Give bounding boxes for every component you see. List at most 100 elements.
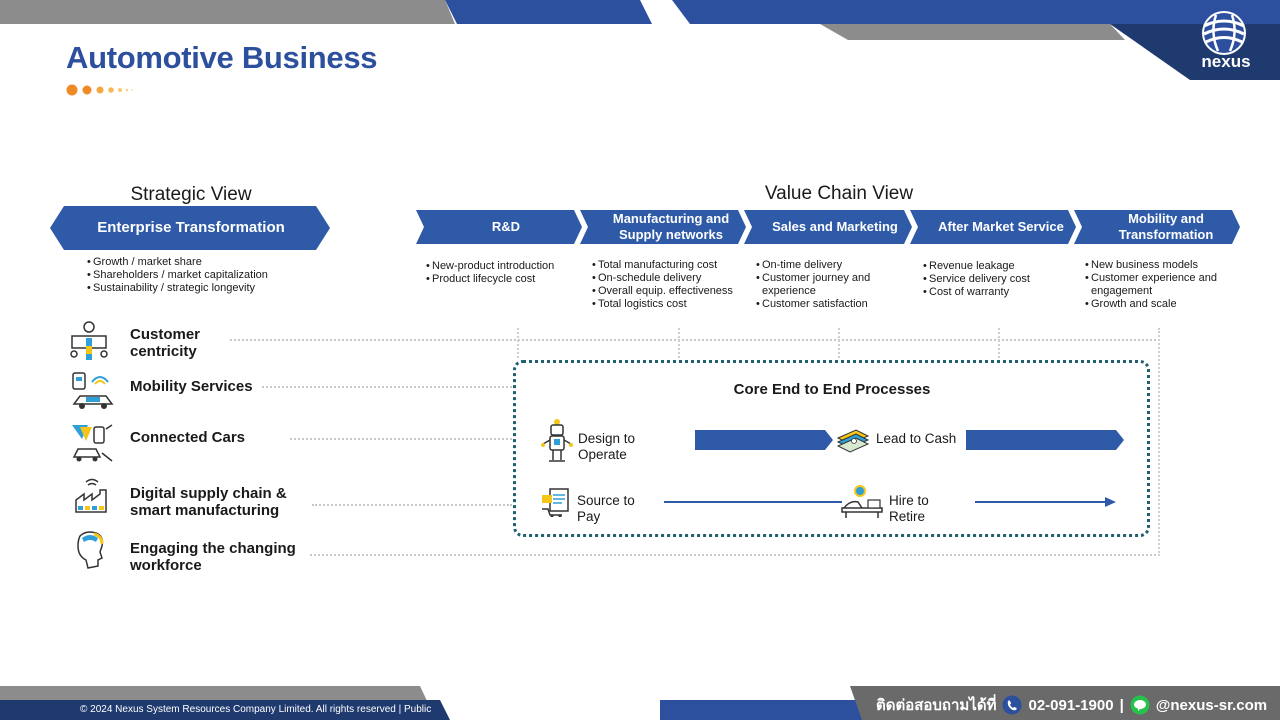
grid-line [312, 504, 512, 506]
theme-label-line: Digital supply chain & [130, 485, 287, 502]
grid-line [998, 328, 1000, 358]
process-lead-to-cash: Lead to Cash [876, 431, 956, 447]
smart-manufacturing-icon [75, 478, 107, 513]
theme-label-customer-centricity: Customer centricity [130, 326, 200, 360]
mobility-services-icon [72, 372, 114, 409]
customer-centricity-icon [70, 321, 108, 360]
arrow-bar-design-to-lead [695, 430, 833, 450]
theme-label-line: Customer [130, 326, 201, 343]
stage-bullet: Growth and scale [1085, 298, 1245, 311]
stage-bullet: On-schedule delivery [592, 272, 752, 285]
process-hire-to-retire: Hire to Retire [889, 493, 929, 525]
page-title: Automotive Business [66, 40, 378, 75]
footer-decoration [0, 686, 1280, 720]
grid-line [310, 554, 1160, 556]
theme-label-line: Connected Cars [130, 429, 246, 446]
grid-line [517, 328, 519, 358]
stage-bullet: Customer experience and engagement [1085, 272, 1245, 298]
grid-line [838, 328, 840, 358]
stage-label-line: Supply networks [618, 227, 724, 242]
stage-bullets-mobility: New business models Customer experience … [1085, 259, 1245, 311]
strategic-bullets: Growth / market share Shareholders / mar… [87, 256, 327, 295]
contact-phone[interactable]: 02-091-1900 [1028, 696, 1114, 714]
stage-bullets-aftermarket: Revenue leakage Service delivery cost Co… [923, 260, 1073, 299]
stage-bullet: Customer journey and experience [756, 272, 898, 298]
nexus-logo: nexus [1186, 6, 1266, 72]
strategic-view-heading: Strategic View [130, 184, 252, 205]
chevron-aftermarket [910, 210, 1076, 244]
process-label-line: Source to [577, 493, 635, 508]
workforce-icon [77, 531, 104, 569]
contact-separator: | [1119, 696, 1124, 714]
chevron-manufacturing [580, 210, 746, 244]
title-dots-decoration [66, 84, 133, 96]
stage-bullet: Cost of warranty [923, 286, 1073, 299]
stage-label-line: Transformation [1118, 227, 1214, 242]
contact-line-id[interactable]: @nexus-sr.com [1155, 696, 1268, 714]
enterprise-transformation-banner-shape [50, 206, 330, 250]
grid-line [230, 339, 1160, 341]
theme-label-line: smart manufacturing [130, 502, 280, 519]
process-label-line: Operate [578, 447, 627, 462]
stage-bullets-manufacturing: Total manufacturing cost On-schedule del… [592, 259, 752, 311]
theme-label-mobility-services: Mobility Services [130, 378, 253, 395]
process-label-line: Pay [577, 509, 601, 524]
core-processes-title: Core End to End Processes [733, 381, 931, 398]
stage-bullet: Customer satisfaction [756, 298, 898, 311]
strategic-bullet: Shareholders / market capitalization [87, 269, 327, 282]
grid-line [262, 386, 512, 388]
strategic-bullet: Sustainability / strategic longevity [87, 282, 327, 295]
stage-bullet: New business models [1085, 259, 1245, 272]
theme-label-connected-cars: Connected Cars [130, 429, 245, 446]
theme-label-smart-manufacturing: Digital supply chain & smart manufacturi… [130, 485, 287, 519]
stage-label-manufacturing: Manufacturing and Supply networks [590, 210, 752, 244]
chevron-sales [744, 210, 912, 244]
line-app-icon [1130, 695, 1150, 715]
stage-label-line: Mobility and [1128, 211, 1204, 226]
theme-label-workforce: Engaging the changing workforce [130, 540, 296, 574]
purchase-order-icon [542, 488, 569, 517]
footer-copyright: © 2024 Nexus System Resources Company Li… [80, 704, 432, 715]
stage-bullet: On-time delivery [756, 259, 898, 272]
process-source-to-pay: Source to Pay [577, 493, 635, 525]
value-chain-view-heading: Value Chain View [764, 183, 914, 204]
phone-icon [1002, 695, 1022, 715]
strategic-bullet: Growth / market share [87, 256, 327, 269]
stage-label-mobility: Mobility and Transformation [1084, 210, 1248, 244]
theme-label-line: Mobility Services [130, 378, 253, 395]
process-label-line: Retire [889, 509, 926, 524]
stage-bullets-rd: New-product introduction Product lifecyc… [426, 260, 584, 286]
stage-bullet: Product lifecycle cost [426, 273, 584, 286]
robot-icon [541, 419, 573, 462]
arrow-hire-to-retire [975, 497, 1116, 507]
chevron-mobility [1074, 210, 1240, 244]
value-chain-chevrons [416, 210, 1240, 244]
theme-label-line: Engaging the changing [130, 540, 296, 557]
stage-label-aftermarket: After Market Service [920, 210, 1082, 244]
stage-bullets-sales: On-time delivery Customer journey and ex… [756, 259, 898, 311]
enterprise-transformation-banner: Enterprise Transformation [97, 219, 285, 236]
process-label-line: Lead to Cash [876, 431, 957, 446]
footer-contact: ติดต่อสอบถามได้ที่ 02-091-1900 | @nexus-… [876, 693, 1267, 717]
globe-icon [1202, 11, 1246, 55]
stage-bullet: Revenue leakage [923, 260, 1073, 273]
grid-line [290, 438, 512, 440]
grid-line [1158, 328, 1160, 556]
chevron-rd [416, 210, 582, 244]
stage-bullet: Total logistics cost [592, 298, 752, 311]
process-label-line: Design to [578, 431, 636, 446]
stage-label-line: Sales and Marketing [772, 219, 898, 234]
contact-prefix: ติดต่อสอบถามได้ที่ [876, 697, 997, 714]
header-decoration [0, 0, 1280, 80]
stage-label-sales: Sales and Marketing [754, 210, 916, 244]
stage-label-line: After Market Service [938, 219, 1064, 234]
cash-stack-icon [836, 429, 870, 453]
stage-label-line: R&D [491, 219, 521, 234]
line-source-to-hire [664, 501, 842, 503]
theme-label-line: centricity [130, 343, 197, 360]
logo-text: nexus [1201, 52, 1251, 71]
stage-label-rd: R&D [426, 210, 586, 244]
process-design-to-operate: Design to Operate [578, 431, 635, 463]
grid-line [678, 328, 680, 358]
connected-cars-icon [72, 424, 113, 462]
